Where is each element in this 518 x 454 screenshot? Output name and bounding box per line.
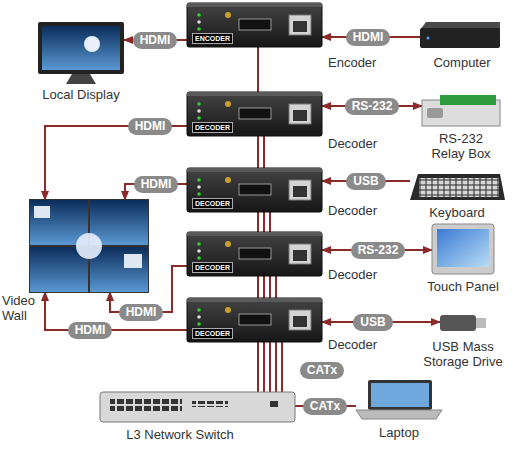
- touch-panel-icon: [432, 224, 494, 274]
- device-badge: DECODER: [192, 122, 233, 133]
- device-label: Decoder: [328, 137, 388, 152]
- device-icon: Local Display: [38, 22, 124, 84]
- device-icon: Touch Panel: [432, 224, 494, 274]
- device-label: Touch Panel: [418, 280, 508, 295]
- computer-icon: [420, 22, 500, 48]
- signal-pill: RS-232: [345, 98, 400, 115]
- network-switch: L3 Network Switch: [100, 392, 295, 422]
- device-icon: Computer: [420, 22, 500, 50]
- device-badge: DECODER: [192, 198, 233, 209]
- cable-connector: [45, 126, 187, 200]
- decoder-box: DECODERDecoder: [187, 232, 322, 276]
- laptop-icon: [356, 380, 442, 419]
- device-label: Keyboard: [412, 206, 502, 221]
- device-label: Laptop: [359, 426, 439, 441]
- keyboard-icon: [410, 174, 505, 200]
- decoder-box: DECODERDecoder: [187, 298, 322, 342]
- video-wall: Video Wall: [30, 200, 148, 292]
- encoder-box: ENCODEREncoder: [187, 3, 322, 47]
- device-badge: ENCODER: [192, 33, 233, 44]
- decoder-box: DECODERDecoder: [187, 92, 322, 136]
- device-icon: Keyboard: [410, 173, 505, 201]
- device-bodies: [187, 3, 322, 342]
- usb-drive-icon: [440, 315, 486, 331]
- monitor-icon: [38, 22, 124, 84]
- signal-pill: USB: [346, 173, 385, 190]
- relay-box-icon: [422, 95, 500, 126]
- signal-pill: HDMI: [133, 32, 178, 49]
- device-icon: USB Mass Storage Drive: [440, 313, 486, 333]
- signal-pill: HDMI: [119, 304, 164, 321]
- signal-pill: HDMI: [134, 176, 179, 193]
- device-label: USB Mass Storage Drive: [418, 340, 508, 370]
- switch-icon: [100, 392, 295, 422]
- device-label: L3 Network Switch: [110, 428, 250, 443]
- device-badge: DECODER: [192, 328, 233, 339]
- device-icon: Laptop: [356, 380, 442, 420]
- device-badge: DECODER: [192, 262, 233, 273]
- signal-pill: CATx: [303, 398, 347, 415]
- cable-connector: [281, 342, 283, 392]
- device-label: Local Display: [21, 88, 141, 103]
- device-label: Decoder: [328, 204, 388, 219]
- decoder-box: DECODERDecoder: [187, 168, 322, 212]
- cable-connector: [45, 292, 187, 330]
- signal-pill: USB: [353, 314, 392, 331]
- signal-pill: HDMI: [128, 118, 173, 135]
- device-icon: RS-232 Relay Box: [422, 95, 500, 128]
- device-label: Computer: [422, 56, 502, 71]
- signal-pill: HDMI: [68, 322, 113, 339]
- device-label: Video Wall: [2, 294, 40, 324]
- signal-pill: CATx: [300, 362, 344, 379]
- signal-pill: HDMI: [346, 29, 391, 46]
- device-label: Decoder: [328, 338, 388, 353]
- signal-pill: RS-232: [351, 242, 406, 259]
- device-label: Decoder: [328, 268, 388, 283]
- device-label: Encoder: [328, 56, 388, 71]
- video-wall-screens: [29, 199, 149, 293]
- device-label: RS-232 Relay Box: [426, 132, 496, 162]
